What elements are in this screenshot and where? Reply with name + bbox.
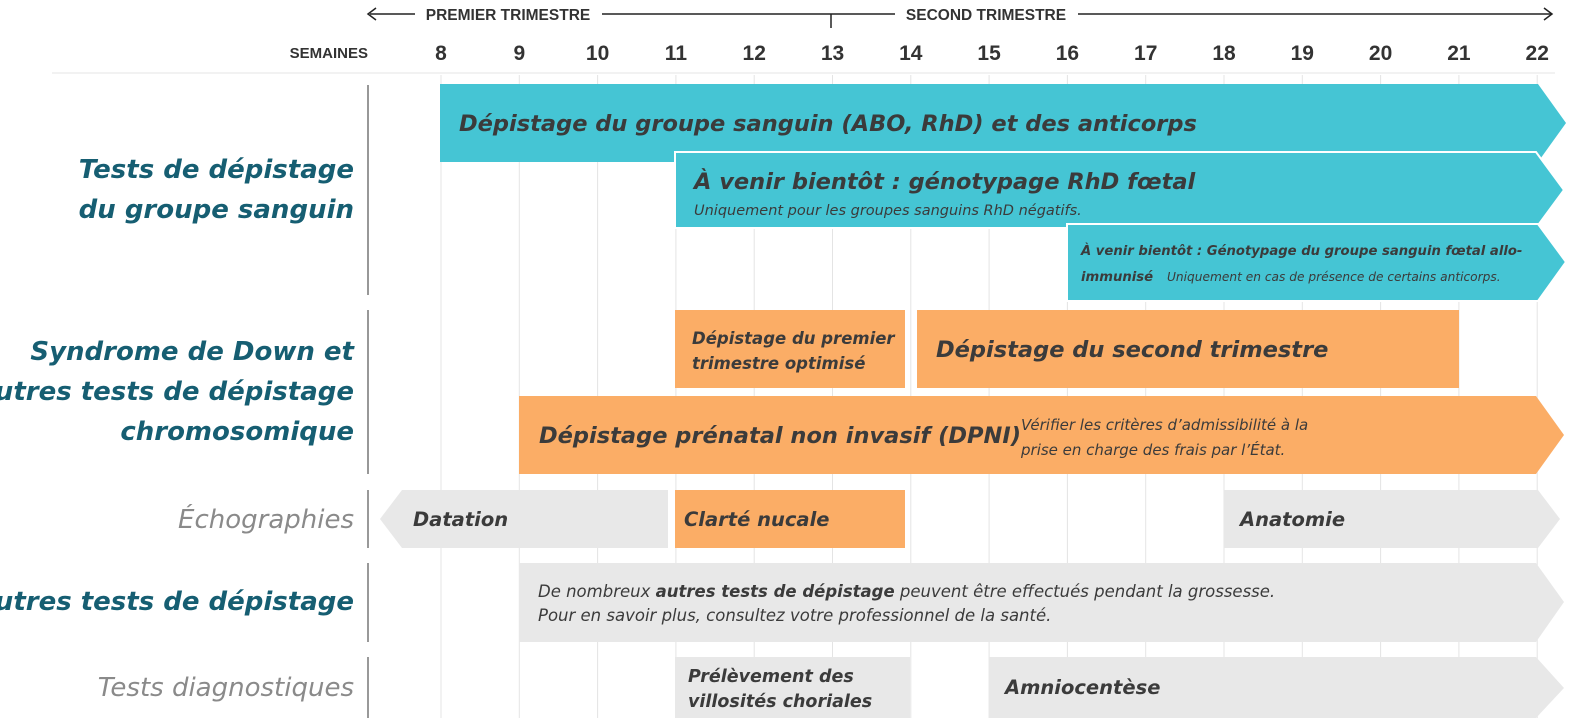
trimester-header: PREMIER TRIMESTRE SECOND TRIMESTRE — [366, 7, 1554, 28]
bar-dating-title: Datation — [413, 508, 508, 531]
bar-second-tri-title: Dépistage du second trimestre — [936, 337, 1328, 363]
week-label: 9 — [513, 42, 525, 65]
bar-other-line2: Pour en savoir plus, consultez votre pro… — [538, 606, 1051, 625]
week-label: 15 — [977, 42, 1001, 65]
weeks-label: SEMAINES — [290, 45, 368, 62]
bar-amnio-title: Amniocentèse — [1003, 676, 1160, 699]
bar-allo-immunized-genotyping: À venir bientôt : Génotypage du groupe s… — [1066, 223, 1568, 302]
bar-other-bold: autres tests de dépistage — [656, 582, 895, 601]
week-label: 20 — [1369, 42, 1392, 65]
bar-other-post: peuvent être effectués pendant la grosse… — [895, 582, 1275, 601]
bar-nipt: Dépistage prénatal non invasif (DPNI) Vé… — [519, 396, 1564, 474]
week-label: 17 — [1134, 42, 1157, 65]
bar-other-pre: De nombreux — [538, 582, 656, 601]
bar-rhd-fetal-title: À venir bientôt : génotypage RhD fœtal — [692, 167, 1196, 195]
bar-first-trimester-screening: Dépistage du premier trimestre optimisé — [675, 310, 905, 388]
bar-rhd-fetal-subtitle: Uniquement pour les groupes sanguins RhD… — [694, 203, 1082, 219]
category-blood-line1: Tests de dépistage — [79, 155, 354, 185]
week-label: 14 — [899, 42, 923, 65]
week-label: 8 — [435, 42, 447, 65]
bar-nipt-title: Dépistage prénatal non invasif (DPNI) — [539, 423, 1021, 449]
right-arrow-icon — [1543, 7, 1554, 21]
bar-cvs-line2: villosités choriales — [688, 692, 872, 712]
second-trimester-label: SECOND TRIMESTRE — [906, 7, 1066, 24]
first-trimester-label: PREMIER TRIMESTRE — [426, 7, 590, 24]
bar-other-line1: De nombreux autres tests de dépistage pe… — [538, 582, 1275, 601]
category-down-syndrome: Syndrome de Down et autres tests de dépi… — [0, 337, 356, 447]
bar-first-tri-line2: trimestre optimisé — [692, 354, 865, 373]
week-label: 21 — [1447, 42, 1471, 65]
bar-blood-group-screening: Dépistage du groupe sanguin (ABO, RhD) e… — [440, 84, 1566, 162]
left-arrow-icon — [366, 7, 377, 21]
bar-other-screening-tests: De nombreux autres tests de dépistage pe… — [519, 563, 1564, 642]
bar-nuchal-translucency: Clarté nucale — [675, 490, 905, 548]
week-labels: 8 9 10 11 12 13 14 15 16 17 18 19 20 21 22 — [435, 42, 1549, 65]
bar-first-tri-line1: Dépistage du premier — [692, 329, 895, 348]
category-down-line1: Syndrome de Down et — [30, 337, 355, 367]
bar-dating-ultrasound: Datation — [380, 490, 668, 548]
week-label: 16 — [1056, 42, 1079, 65]
bar-allo-title-line1: À venir bientôt : Génotypage du groupe s… — [1080, 242, 1522, 259]
category-blood-line2: du groupe sanguin — [79, 195, 354, 225]
bar-cvs-line1: Prélèvement des — [688, 667, 854, 687]
bar-allo-subtitle: Uniquement en cas de présence de certain… — [1167, 270, 1501, 284]
bar-amniocentesis: Amniocentèse — [989, 657, 1564, 718]
bar-nuchal-title: Clarté nucale — [684, 508, 830, 531]
bar-chorionic-villus-sampling: Prélèvement des villosités choriales — [675, 657, 910, 718]
category-diagnostic-tests: Tests diagnostiques — [98, 673, 354, 703]
bar-nipt-note-line2: prise en charge des frais par l’État. — [1020, 440, 1285, 459]
bar-anatomy-ultrasound: Anatomie — [1224, 490, 1560, 548]
week-label: 12 — [743, 42, 766, 65]
category-down-line2: autres tests de dépistage — [0, 377, 354, 407]
bar-blood-group-title: Dépistage du groupe sanguin (ABO, RhD) e… — [459, 111, 1197, 137]
bar-allo-title-line2: immunisé — [1081, 269, 1153, 285]
category-down-line3: chromosomique — [120, 417, 354, 447]
week-label: 11 — [665, 42, 688, 65]
category-blood-group: Tests de dépistage du groupe sanguin — [79, 155, 354, 225]
bar-rhd-fetal-genotyping: À venir bientôt : génotypage RhD fœtal U… — [674, 151, 1566, 229]
category-ultrasounds: Échographies — [178, 503, 354, 535]
week-label: 13 — [821, 42, 844, 65]
week-label: 22 — [1526, 42, 1549, 65]
bar-nipt-note-line1: Vérifier les critères d’admissibilité à … — [1021, 416, 1308, 434]
week-label: 18 — [1212, 42, 1236, 65]
week-label: 10 — [586, 42, 609, 65]
bar-second-trimester-screening: Dépistage du second trimestre — [917, 310, 1459, 388]
category-other-tests: Autres tests de dépistage — [0, 587, 354, 617]
bar-anatomy-title: Anatomie — [1238, 508, 1345, 531]
week-label: 19 — [1291, 42, 1314, 65]
